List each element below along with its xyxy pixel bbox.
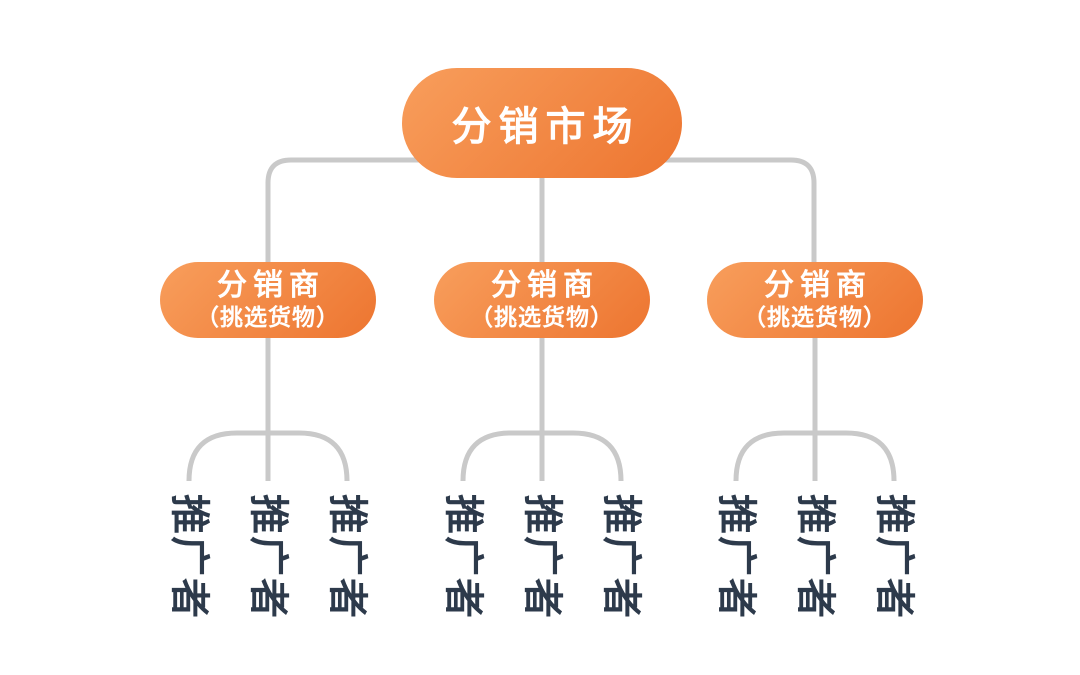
distributor-subtitle: （挑选货物） [743,304,887,330]
distributor-subtitle: （挑选货物） [196,304,340,330]
root-node-label: 分销市场 [451,105,640,149]
connector-right-branch [733,430,897,482]
connector-center-branch [460,430,624,482]
connector-left-branch [186,430,350,482]
distributor-title: 分销商 [764,269,872,302]
distributor-node-3: 分销商 （挑选货物） [707,262,923,338]
promoter-label: 推广者 [520,494,564,620]
distributor-subtitle: （挑选货物） [470,304,614,330]
promoter-label: 推广者 [246,494,290,620]
promoter-label: 推广者 [714,494,758,620]
promoter-label: 推广者 [872,494,916,620]
distributor-node-1: 分销商 （挑选货物） [160,262,376,338]
distributor-title: 分销商 [491,269,599,302]
root-node-distribution-market: 分销市场 [402,68,682,178]
distributor-node-2: 分销商 （挑选货物） [434,262,650,338]
promoter-label: 推广者 [325,494,369,620]
promoter-label: 推广者 [793,494,837,620]
promoter-label: 推广者 [441,494,485,620]
distributor-title: 分销商 [217,269,325,302]
promoter-label: 推广者 [599,494,643,620]
promoter-label: 推广者 [167,494,211,620]
